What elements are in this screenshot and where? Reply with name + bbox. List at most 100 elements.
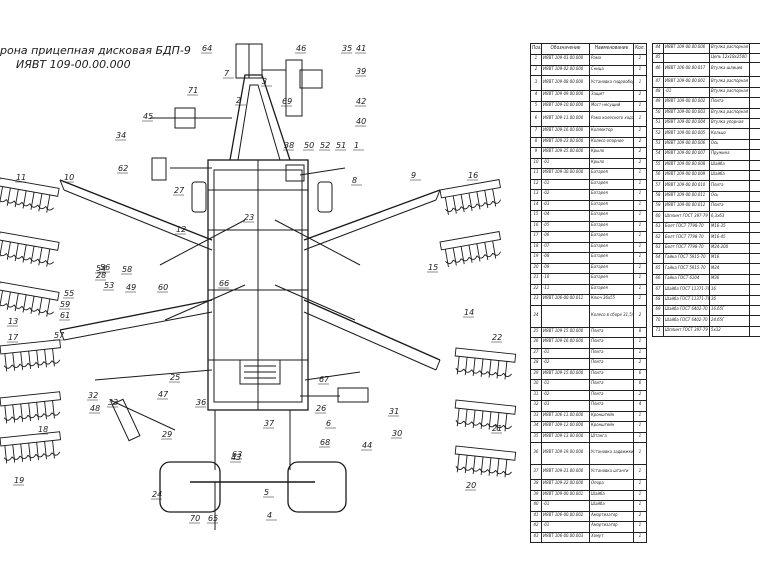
row-name: Плита xyxy=(589,326,634,338)
row-qty: 1 xyxy=(633,500,647,512)
row-code: ИЯВТ 109-25.00.000 xyxy=(541,147,590,159)
drawing-code: ИЯВТ 109-00.00.000 xyxy=(16,58,131,71)
row-name: Плита xyxy=(709,180,750,192)
disc-batteries xyxy=(0,177,517,478)
row-qty xyxy=(749,253,760,265)
callout-4: 4 xyxy=(267,511,272,520)
row-pos: 1 xyxy=(530,54,542,66)
callout-6: 6 xyxy=(326,419,331,428)
row-qty: 1 xyxy=(633,252,647,264)
row-pos: 51 xyxy=(652,117,664,130)
row-qty xyxy=(749,76,760,88)
row-pos: 64 xyxy=(652,253,664,265)
row-pos: 24 xyxy=(530,304,542,328)
row-code: ИЯВТ 109-00.00.003 xyxy=(663,107,710,119)
row-code: ИЯВТ 109-01.00.000 xyxy=(541,54,590,66)
row-qty: 1 xyxy=(633,442,647,465)
row-pos: 10 xyxy=(530,157,542,169)
row-code: ИЯВТ 109-10.00.000 xyxy=(541,100,590,112)
row-name: Крыло xyxy=(589,147,634,159)
row-name: 6,3х63 xyxy=(709,211,750,223)
callout-54: 54 xyxy=(96,264,106,273)
callout-27: 27 xyxy=(174,186,185,195)
row-pos: 69 xyxy=(652,304,664,317)
col-code: Обозначение xyxy=(541,43,590,55)
row-name: Рама xyxy=(589,54,634,66)
row-pos: 67 xyxy=(652,284,664,296)
row-pos: 11 xyxy=(530,168,542,180)
row-code: Шплинт ГОСТ 397-79 xyxy=(663,325,710,338)
row-qty: 1 xyxy=(633,410,647,422)
callout-50: 50 xyxy=(304,141,314,150)
callout-35: 35 xyxy=(342,44,352,53)
row-code: ИЯВТ 109-00.00.012 xyxy=(663,201,710,213)
callout-51: 51 xyxy=(336,141,346,150)
callout-3: 3 xyxy=(262,77,267,86)
row-code: ИЯВТ 109-00.00.011 xyxy=(663,190,710,203)
callout-36: 36 xyxy=(196,398,206,407)
row-code: ИЯВТ 106-00.00.003 xyxy=(541,531,590,543)
row-code: Болт ГОСТ 7798-70 xyxy=(663,221,710,234)
row-pos: 4 xyxy=(530,90,542,102)
row-name: М16 xyxy=(709,253,750,265)
row-pos: 65 xyxy=(652,263,664,275)
row-qty: 2 xyxy=(633,358,647,370)
row-qty: 1 xyxy=(633,531,647,543)
row-pos: 23 xyxy=(530,294,542,306)
row-code: ИЯВТ 109-15.00.000 xyxy=(541,326,590,338)
row-pos: 63 xyxy=(652,242,664,255)
row-pos: 61 xyxy=(652,221,664,234)
row-qty: 1 xyxy=(633,489,647,501)
row-qty xyxy=(749,62,760,78)
row-code: ИЯВТ 106-00.00.017 xyxy=(663,62,710,78)
row-name: Пружина xyxy=(709,149,750,161)
row-qty: 1 xyxy=(633,294,647,306)
row-pos: 44 xyxy=(652,42,664,55)
row-name: Батарея xyxy=(589,231,634,243)
row-pos: 56 xyxy=(652,169,664,182)
row-pos: 12 xyxy=(530,178,542,190)
callout-29: 29 xyxy=(162,430,172,439)
row-code: ИЯВТ 109-19.00.000 xyxy=(541,442,590,465)
row-pos: 5 xyxy=(530,100,542,112)
row-pos: 32 xyxy=(530,400,542,412)
callout-58: 58 xyxy=(122,265,132,274)
row-code: ИЯВТ 109-15.00.000 xyxy=(541,368,590,380)
row-name: Шайба xyxy=(589,500,634,512)
row-name: Плита xyxy=(709,201,750,213)
row-code: -03 xyxy=(541,400,590,412)
callout-25: 25 xyxy=(170,373,180,382)
row-pos: 3 xyxy=(530,75,542,91)
callout-61: 61 xyxy=(60,311,70,320)
callout-23: 23 xyxy=(244,213,254,222)
callout-59: 59 xyxy=(60,300,70,309)
callout-53: 53 xyxy=(104,281,114,290)
row-pos: 39 xyxy=(530,489,542,501)
row-name: М36 xyxy=(709,273,750,286)
row-pos: 15 xyxy=(530,210,542,222)
row-name: Батарея xyxy=(589,210,634,222)
callout-70: 70 xyxy=(190,514,200,523)
row-qty: 6 xyxy=(633,368,647,380)
callout-71: 71 xyxy=(188,86,198,95)
callout-24: 24 xyxy=(152,490,162,499)
leader-lines xyxy=(7,52,502,524)
callout-47: 47 xyxy=(158,390,169,399)
row-code: ИЯВТ 109-02.00.000 xyxy=(541,64,590,76)
row-code: Болт ГОСТ 7798-70 xyxy=(663,242,710,255)
